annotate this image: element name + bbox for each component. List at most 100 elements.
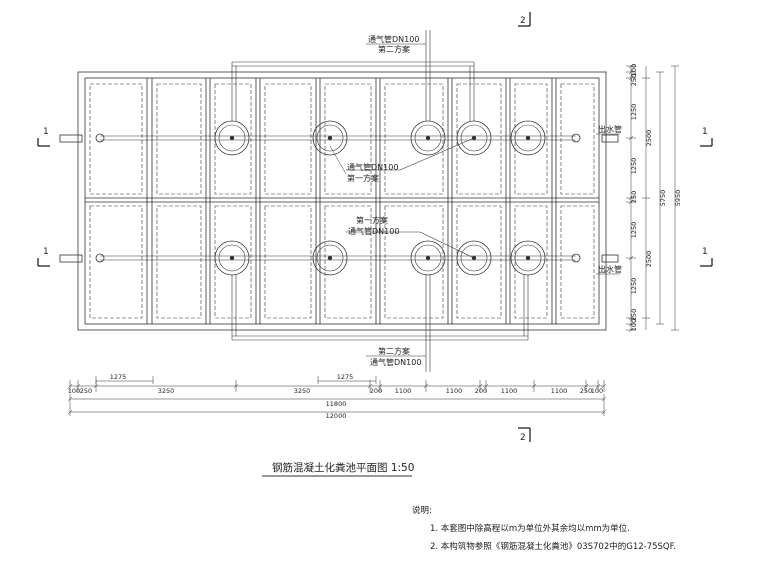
chamber-bottom-3 [214,205,252,319]
manhole-inner-1-1 [218,124,246,152]
dim-bottom-1: 100 [68,387,80,395]
notes-title: 说明: [412,506,432,516]
manhole-inner-1-4 [460,124,488,152]
dim-slash-right1-9 [628,321,634,327]
inlet-pipe-top [59,134,83,143]
leader-vent-mid1 [329,145,347,175]
dim-overall-inner: 11800 [326,400,347,408]
vent-pipe-label-top: 通气管DN100 [368,34,419,44]
section-mark-1-right-bottom: 1 [702,247,708,257]
dim-slash-row1-4 [233,383,239,389]
dim-right-100-bottom: 100 [630,319,638,331]
notes-block: 说明: 1. 本套图中除高程以m为单位外其余均以mm为单位. 2. 本构筑物参照… [412,502,752,556]
dim-slash-right1-10 [628,327,634,333]
dim-slash-row1-10 [531,383,537,389]
dim-slash-row1-3 [93,383,99,389]
dim-slash-overall-1 [67,409,73,415]
scheme2-label-top: 第二方案 [378,44,410,54]
manhole-inner-1-3 [414,124,442,152]
dim-right-1250-d: 1250 [630,278,638,295]
outlet-pipe-bottom [601,254,619,263]
vent-pipe-label-mid2: 通气管DN100 [348,226,399,236]
dim-bottom-12: 100 [591,387,603,395]
dim-right-5750: 5750 [659,190,667,207]
tank-inner-wall [84,77,600,325]
dim-bottom-8: 200 [475,387,487,395]
inlet-pipe-bottom [59,254,83,263]
dim-slash-right1-1 [628,63,634,69]
manhole-outer-1-3 [410,120,446,156]
dim-slash-right1-5 [628,195,634,201]
note-item-2: 2. 本构筑物参照《钢筋混凝土化粪池》03S702中的G12-75SQF. [430,542,676,552]
manhole-center-2-1 [229,255,235,261]
vent-pipe-label-bottom: 通气管DN100 [370,357,421,367]
dim-bottom-3: 3250 [158,387,175,395]
pipe-end-left-top [95,133,105,143]
manhole-inner-2-2 [316,244,344,272]
chamber-bottom-7 [456,205,502,319]
dim-bottom-6: 1100 [395,387,412,395]
dim-slash-right1-8 [628,315,634,321]
scheme1-label-mid1: 第一方案 [347,173,379,183]
dim-slash-row1-7 [423,383,429,389]
dim-bottom-7: 1100 [446,387,463,395]
manhole-outer-1-2 [312,120,348,156]
dim-right-2500-top: 2500 [645,130,653,147]
manhole-outer-2-2 [312,240,348,276]
section-mark-1-left-top: 1 [43,127,49,137]
chamber-bottom-4 [264,205,312,319]
chamber-top-9 [560,83,595,195]
dim-overall: 12000 [326,412,347,420]
chamber-top-4 [264,83,312,195]
outlet-pipe-label-bottom: 出水管 [598,264,622,274]
dim-slash-row1-12 [595,383,601,389]
manhole-center-1-5 [525,135,531,141]
manhole-center-1-2 [327,135,333,141]
chamber-bottom-1 [89,205,143,319]
dim-right-100-top: 100 [630,64,638,76]
dim-slash-row1-2 [75,383,81,389]
manhole-center-1-1 [229,135,235,141]
chamber-top-8 [514,83,548,195]
note-item-1: 1. 本套图中除高程以m为单位外其余均以mm为单位. [430,524,630,534]
dim-slash-right1-7 [628,255,634,261]
dim-slash-row1-13 [601,383,607,389]
chamber-top-7 [456,83,502,195]
dim-right-250-mid: 250 [630,191,638,203]
manhole-inner-2-3 [414,244,442,272]
chamber-bottom-6 [384,205,444,319]
section-mark-1-right-top: 1 [702,127,708,137]
dim-slash-right1-3 [628,75,634,81]
dim-slash-overall-inner-1 [67,396,73,402]
drawing-title: 钢筋混凝土化粪池平面图 1:50 [272,461,414,474]
dim-slash-right1-4 [628,135,634,141]
vent-scheme1-top-diagonal [399,137,475,171]
dim-bottom-10: 1100 [551,387,568,395]
manhole-outer-2-4 [456,240,492,276]
scheme2-label-bottom: 第二方案 [378,346,410,356]
dim-bottom-2: 250 [80,387,92,395]
section-mark-2-top: 2 [520,16,526,26]
manhole-inner-2-5 [514,244,542,272]
dim-slash-row1-8 [477,383,483,389]
dim-slash-right1-2 [628,69,634,75]
scheme1-label-mid2: 第一方案 [356,215,388,225]
dim-inner-1275-right: 1275 [337,373,354,381]
chamber-bottom-9 [560,205,595,319]
vent-scheme1-bottom-diagonal [419,231,475,259]
pipe-end-right-bottom [571,253,581,263]
chamber-bottom-2 [156,205,202,319]
dim-slash-row1-9 [483,383,489,389]
dim-inner-1275-left: 1275 [110,373,127,381]
pipe-end-left-bottom [95,253,105,263]
dim-slash-row1-6 [377,383,383,389]
dim-right-2500-bottom: 2500 [645,251,653,268]
chamber-bottom-5 [324,205,372,319]
manhole-center-2-5 [525,255,531,261]
dim-slash-row1-1 [67,383,73,389]
chamber-bottom-8 [514,205,548,319]
section-mark-1-left-bottom: 1 [43,247,49,257]
chamber-top-1 [89,83,143,195]
chamber-top-6 [384,83,444,195]
